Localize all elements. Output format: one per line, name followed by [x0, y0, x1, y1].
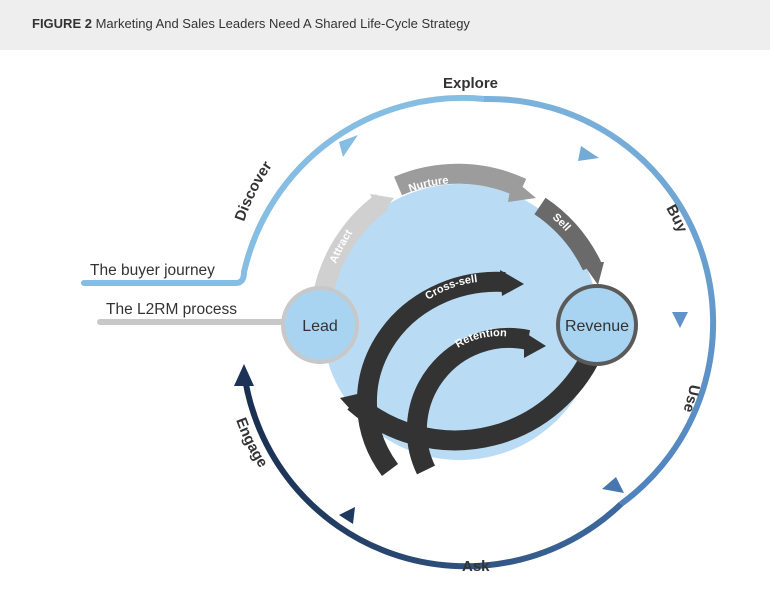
buyer-journey-label: The buyer journey: [90, 262, 215, 279]
arrow-head-ask: [339, 507, 355, 524]
figure-title-text: Marketing And Sales Leaders Need A Share…: [95, 16, 470, 31]
node-revenue-circle: [556, 284, 638, 366]
buyer-journey-line: [81, 94, 487, 286]
arrow-head-engage: [234, 364, 254, 386]
arrow-head-use: [602, 477, 624, 493]
arrow-head-discover: [339, 135, 358, 157]
l2rm-label: The L2RM process: [106, 301, 237, 318]
figure-header: FIGURE 2 Marketing And Sales Leaders Nee…: [0, 0, 770, 50]
node-revenue-label: Revenue: [565, 318, 629, 335]
node-lead-circle: [281, 286, 359, 364]
l2rm-cycle-area: [322, 184, 598, 460]
band-onboard-advocacy: [347, 336, 608, 451]
arrow-head-sell: [582, 262, 604, 285]
band-nurture: [394, 163, 527, 198]
arrow-head-explore: [578, 146, 599, 161]
node-revenue: Revenue: [556, 284, 638, 366]
arrow-head-retention: [524, 332, 546, 358]
arrow-head-buy: [672, 312, 688, 328]
buyer-journey-bottom-arc: [241, 371, 624, 570]
arrow-head-attract: [370, 194, 394, 216]
stage-ask: Ask: [462, 558, 490, 575]
node-lead: Lead: [281, 286, 359, 364]
figure-label: FIGURE 2: [32, 16, 92, 31]
stage-explore: Explore: [443, 75, 498, 92]
node-lead-label: Lead: [302, 318, 338, 335]
l2rm-upper-band: [312, 163, 604, 302]
buyer-journey-right-arc: [483, 95, 717, 507]
figure-title: FIGURE 2 Marketing And Sales Leaders Nee…: [32, 16, 470, 31]
l2rm-inner-loops: [356, 270, 546, 476]
buyer-journey-ring: [81, 94, 717, 570]
arrow-head-nurture: [508, 178, 536, 202]
loop-cross-sell: [356, 271, 506, 476]
loop-retention: [406, 328, 531, 475]
stage-use: Use: [680, 383, 703, 414]
arrow-head-cross-sell: [500, 270, 524, 296]
band-sell: [534, 197, 602, 271]
